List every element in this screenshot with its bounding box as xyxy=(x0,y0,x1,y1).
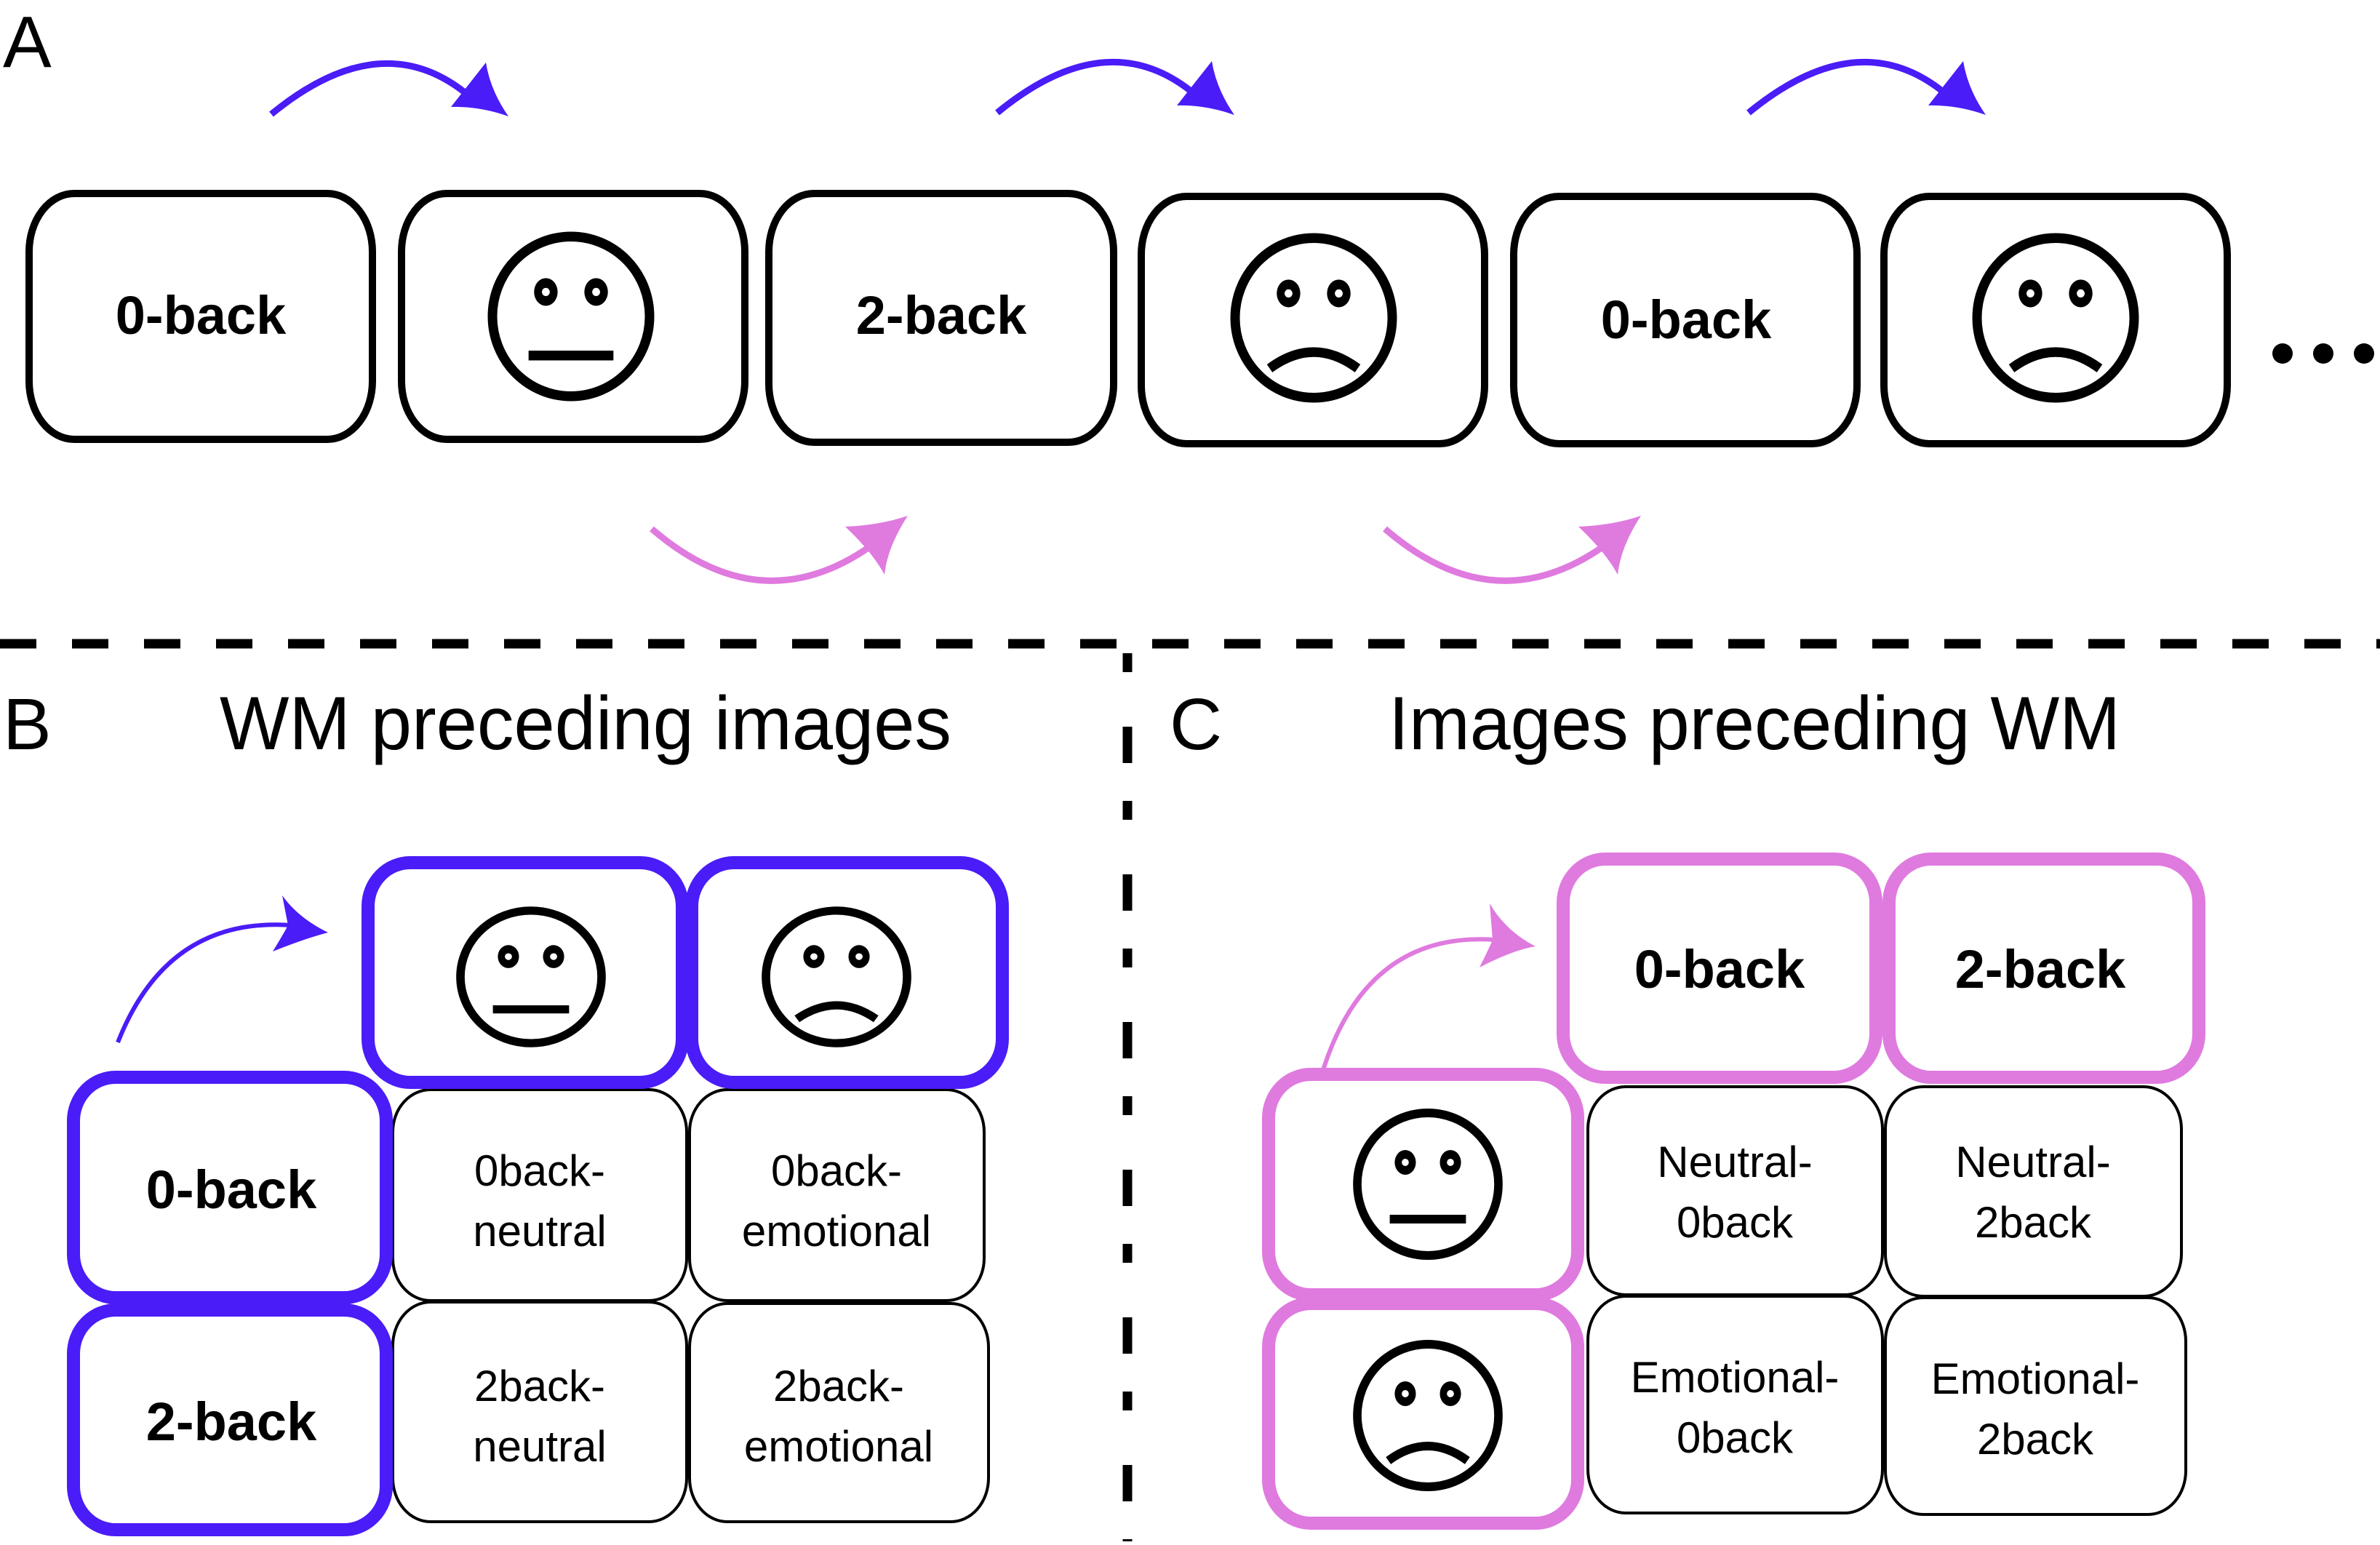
condition-cell: 0back- neutral xyxy=(391,1088,688,1302)
sequence-box-0back: 0-back xyxy=(25,190,376,443)
image-to-wm-arrow xyxy=(1321,903,1536,1071)
sequence-box-sad-image xyxy=(1138,193,1488,447)
row-header-0back: 0-back xyxy=(67,1071,393,1304)
sequence-box-sad-image xyxy=(1880,193,2231,447)
cell-line2: neutral xyxy=(473,1422,606,1471)
column-header-sad-image xyxy=(685,856,1009,1089)
sequence-box-0back: 0-back xyxy=(1510,193,1861,447)
image-to-wm-arrow xyxy=(1383,516,1641,584)
cell-line1: Neutral- xyxy=(1955,1138,2110,1186)
condition-cell: Neutral- 2back xyxy=(1884,1085,2183,1298)
cell-line2: 2back xyxy=(1977,1415,2094,1464)
row-header-sad-image xyxy=(1262,1297,1584,1530)
sequence-box-label: 0-back xyxy=(1601,290,1772,350)
continuation-ellipsis-icon xyxy=(2272,343,2374,364)
cell-line1: Neutral- xyxy=(1657,1138,1812,1186)
cell-line1: Emotional- xyxy=(1631,1353,1840,1402)
panel-b-label: B xyxy=(3,684,52,765)
panel-a: A 0-back 2-back xyxy=(3,1,2374,584)
condition-cell: Emotional- 0back xyxy=(1586,1295,1884,1514)
condition-cell: 2back- neutral xyxy=(391,1301,688,1523)
column-header-2back: 2-back xyxy=(1882,853,2205,1084)
cell-line1: 0back- xyxy=(771,1146,902,1195)
panel-b: B WM preceding images 0back- neutral 0ba… xyxy=(3,682,1009,1536)
wm-to-image-arrow xyxy=(269,60,508,117)
cell-line1: 0back- xyxy=(474,1146,605,1195)
wm-to-image-arrow xyxy=(116,895,328,1044)
wm-to-image-arrow xyxy=(995,58,1234,116)
cell-line2: neutral xyxy=(473,1207,606,1255)
column-header-label: 2-back xyxy=(1955,939,2126,999)
sequence-box-label: 0-back xyxy=(116,285,287,346)
cell-line1: 2back- xyxy=(474,1362,605,1410)
wm-to-image-arrow xyxy=(1746,58,1986,116)
panel-c-title: Images preceding WM xyxy=(1389,682,2120,766)
row-header-label: 0-back xyxy=(146,1159,317,1220)
condition-cell: 0back- emotional xyxy=(688,1088,986,1302)
sequence-box-2back: 2-back xyxy=(765,190,1117,446)
row-header-neutral-image xyxy=(1262,1068,1584,1301)
panel-c-label: C xyxy=(1170,684,1222,765)
condition-cell: Emotional- 2back xyxy=(1884,1296,2187,1516)
cell-line2: 2back xyxy=(1975,1198,2092,1247)
column-header-neutral-image xyxy=(362,856,689,1089)
cell-line2: emotional xyxy=(742,1207,931,1255)
cell-line1: 2back- xyxy=(773,1362,904,1410)
column-header-label: 0-back xyxy=(1634,939,1805,999)
panel-a-label: A xyxy=(3,1,52,83)
panel-b-title: WM preceding images xyxy=(220,682,951,766)
cell-line2: 0back xyxy=(1677,1198,1794,1247)
cell-line2: emotional xyxy=(744,1422,933,1471)
sequence-box-neutral-image xyxy=(398,190,748,443)
cell-line1: Emotional- xyxy=(1931,1354,2140,1403)
row-header-2back: 2-back xyxy=(67,1304,393,1536)
condition-cell: Neutral- 0back xyxy=(1586,1085,1884,1296)
cell-line2: 0back xyxy=(1677,1413,1794,1462)
sequence-box-label: 2-back xyxy=(856,285,1027,346)
image-to-wm-arrow xyxy=(650,516,908,584)
column-header-0back: 0-back xyxy=(1557,853,1882,1084)
row-header-label: 2-back xyxy=(146,1392,317,1452)
panel-c: C Images preceding WM Neutral- 0back Neu… xyxy=(1170,682,2205,1530)
condition-cell: 2back- emotional xyxy=(688,1302,990,1523)
